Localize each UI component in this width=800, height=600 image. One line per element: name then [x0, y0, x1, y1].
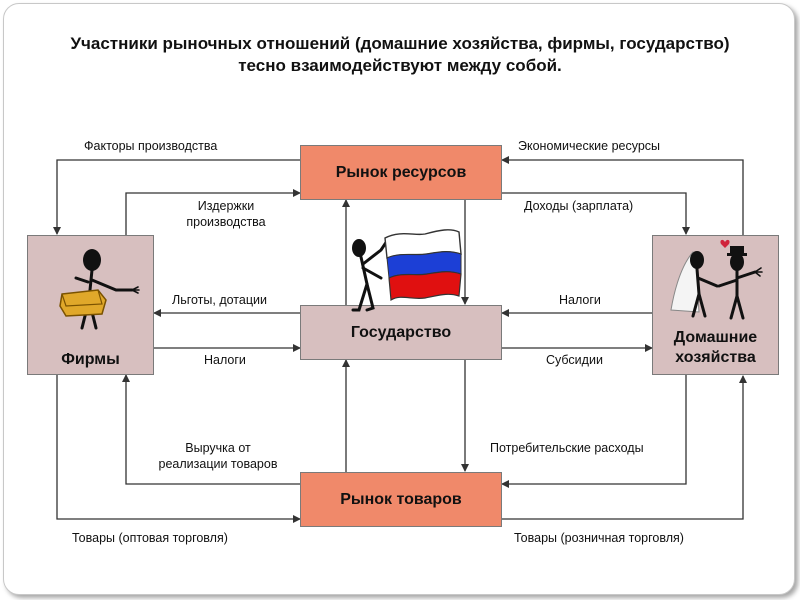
label-taxes-households: Налоги — [559, 293, 601, 307]
figure-with-russian-flag-icon — [351, 229, 462, 312]
resource-market-box: Рынок ресурсов — [300, 145, 502, 200]
arrow-economic-resources — [501, 156, 744, 235]
goods-market-box: Рынок товаров — [300, 472, 502, 527]
firms-box: Фирмы — [27, 235, 154, 375]
goods-market-label: Рынок товаров — [340, 490, 462, 508]
label-subsidies: Субсидии — [546, 353, 603, 367]
arrow-factors-of-production — [53, 159, 300, 235]
households-label-line-1: Домашние — [673, 329, 758, 346]
label-production-costs-line-2: производства — [186, 215, 266, 229]
label-consumer-spending: Потребительские расходы — [490, 441, 644, 455]
courier-with-package-icon — [59, 249, 140, 330]
arrow-goods-wholesale — [56, 375, 301, 523]
arrow-consumer-spending — [501, 375, 687, 488]
households-box: Домашние хозяйства — [652, 235, 779, 375]
label-economic-resources: Экономические ресурсы — [518, 139, 661, 153]
wedding-couple-icon — [670, 239, 763, 320]
label-factors-of-production: Факторы производства — [84, 139, 218, 153]
slide-title: Участники рыночных отношений (домашние х… — [0, 33, 800, 77]
arrow-production-costs — [125, 189, 301, 235]
label-goods-retail: Товары (розничная торговля) — [514, 531, 684, 545]
resource-market-label: Рынок ресурсов — [335, 163, 467, 181]
label-benefits-subsidies: Льготы, дотации — [172, 293, 267, 307]
state-box: Государство — [300, 305, 502, 360]
label-sales-revenue-line-1: Выручка от — [185, 441, 251, 455]
label-sales-revenue: Выручка от реализации товаров — [134, 440, 302, 472]
title-line-2: тесно взаимодействуют между собой. — [238, 56, 562, 75]
households-label-line-2: хозяйства — [675, 349, 756, 366]
state-label: Государство — [350, 323, 452, 341]
label-production-costs-line-1: Издержки — [197, 199, 255, 213]
label-income-wages: Доходы (зарплата) — [524, 199, 634, 213]
label-production-costs: Издержки производства — [170, 198, 282, 230]
firms-label: Фирмы — [61, 351, 120, 368]
arrow-goods-retail — [502, 375, 747, 520]
label-goods-wholesale: Товары (оптовая торговля) — [72, 531, 228, 545]
label-taxes-firms: Налоги — [204, 353, 246, 367]
label-sales-revenue-line-2: реализации товаров — [158, 457, 278, 471]
arrow-income-wages — [502, 192, 690, 235]
arrow-sales-revenue — [122, 374, 300, 485]
title-line-1: Участники рыночных отношений (домашние х… — [70, 34, 730, 53]
